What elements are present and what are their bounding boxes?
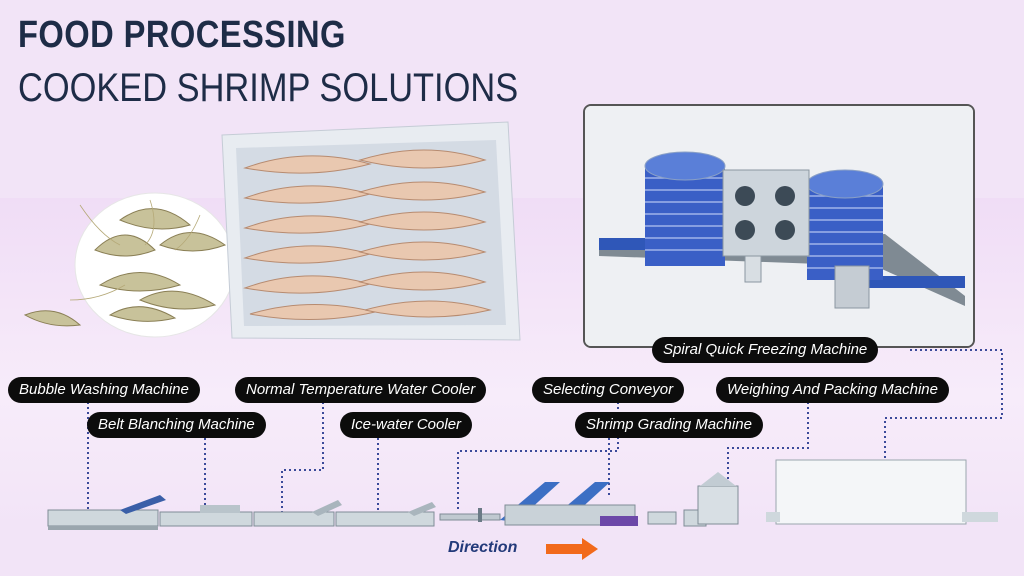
connector-lines xyxy=(87,349,1003,512)
shrimp-bowl-image xyxy=(23,192,236,338)
spiral-tower-right xyxy=(806,169,884,280)
label-spiral-quick-freezing-machine: Spiral Quick Freezing Machine xyxy=(652,337,879,363)
evaporator-unit xyxy=(722,169,810,257)
page-subtitle: COOKED SHRIMP SOLUTIONS xyxy=(18,66,519,110)
label-bubble-washing-machine: Bubble Washing Machine xyxy=(8,377,200,403)
label-ice-water-cooler: Ice-water Cooler xyxy=(340,412,473,438)
page-title: FOOD PROCESSING xyxy=(18,14,346,56)
label-weighing-and-packing-machine: Weighing And Packing Machine xyxy=(716,377,949,403)
label-belt-blanching-machine: Belt Blanching Machine xyxy=(87,412,266,438)
processing-line-equipment xyxy=(47,459,998,530)
spiral-tower-left xyxy=(644,151,726,266)
label-selecting-conveyor: Selecting Conveyor xyxy=(532,377,685,403)
direction-arrow-icon xyxy=(546,538,598,560)
label-normal-temperature-water-cooler: Normal Temperature Water Cooler xyxy=(235,377,487,403)
frozen-shrimp-box-image xyxy=(221,121,521,341)
direction-label: Direction xyxy=(448,539,518,556)
spiral-freezer-image xyxy=(585,106,973,346)
connector-weighing-packing xyxy=(727,402,809,495)
connector-normal-temp-cooler xyxy=(281,402,324,512)
label-shrimp-grading-machine: Shrimp Grading Machine xyxy=(575,412,763,438)
control-cabinet xyxy=(834,265,870,309)
connector-spiral-freezing xyxy=(884,349,1003,470)
spiral-freezer-image-panel xyxy=(583,104,975,348)
